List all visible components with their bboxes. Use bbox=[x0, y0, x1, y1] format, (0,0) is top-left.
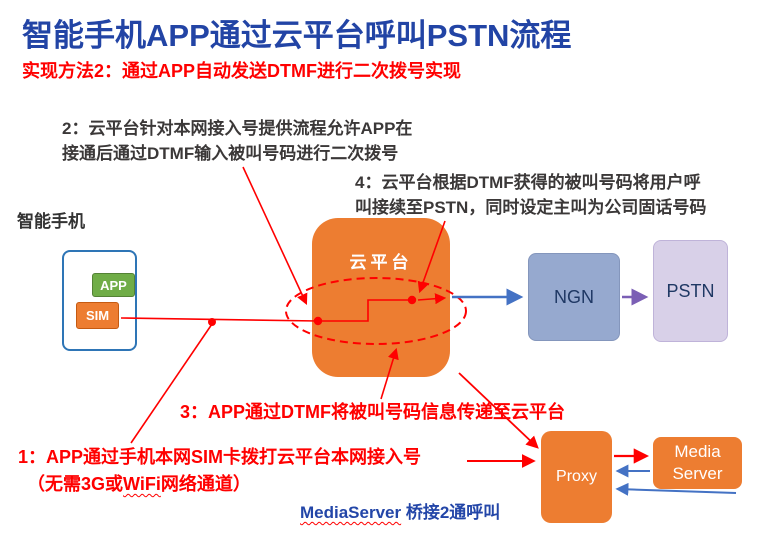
media-server-node: Media Server bbox=[653, 437, 742, 489]
annotation-step2-line1: 2：云平台针对本网接入号提供流程允许APP在 bbox=[62, 119, 413, 138]
annotation-step4-line1: 4：云平台根据DTMF获得的被叫号码将用户呼 bbox=[355, 173, 701, 192]
dial-junction-dot bbox=[208, 318, 216, 326]
cloud-platform-box bbox=[312, 218, 450, 377]
bridge-name: MediaServer bbox=[300, 503, 402, 522]
media-server-label: Media Server bbox=[672, 441, 723, 483]
step2-leader-arrow bbox=[242, 166, 308, 306]
note-wifi: WiFi bbox=[123, 474, 161, 494]
smartphone-box bbox=[62, 250, 137, 351]
smartphone-label: 智能手机 bbox=[17, 212, 85, 231]
sim-to-cloud-line bbox=[120, 317, 319, 322]
pstn-node: PSTN bbox=[653, 240, 728, 342]
annotation-step3: 3：APP通过DTMF将被叫号码信息传递至云平台 bbox=[180, 402, 566, 422]
mediaserver-bridge-note: MediaServer 桥接2通呼叫 bbox=[300, 498, 500, 523]
note-pre: （无需3G或 bbox=[27, 474, 124, 494]
annotation-step2-line2: 接通后通过DTMF输入被叫号码进行二次拨号 bbox=[62, 143, 399, 163]
step1-leader-line bbox=[130, 323, 213, 444]
bridge-rest: 桥接2通呼叫 bbox=[401, 503, 501, 522]
note-post: 网络通道） bbox=[160, 474, 251, 494]
proxy-node: Proxy bbox=[541, 431, 612, 523]
app-node: APP bbox=[92, 273, 135, 297]
ngn-node: NGN bbox=[528, 253, 620, 341]
media-to-proxy-arrow-2 bbox=[615, 482, 737, 496]
annotation-step1: 1：APP通过手机本网SIM卡拨打云平台本网接入号 bbox=[18, 447, 422, 467]
sim-node: SIM bbox=[76, 302, 119, 329]
annotation-step1-note: （无需3G或WiFi网络通道） bbox=[27, 470, 251, 496]
annotation-step4: 4：云平台根据DTMF获得的被叫号码将用户呼 叫接续至PSTN，同时设定主叫为公… bbox=[355, 171, 706, 220]
subtitle: 实现方法2：通过APP自动发送DTMF进行二次拨号实现 bbox=[22, 61, 462, 81]
annotation-step2: 2：云平台针对本网接入号提供流程允许APP在 接通后通过DTMF输入被叫号码进行… bbox=[62, 117, 412, 166]
page-title: 智能手机APP通过云平台呼叫PSTN流程 bbox=[22, 18, 572, 53]
annotation-step4-line2: 叫接续至PSTN，同时设定主叫为公司固话号码 bbox=[355, 197, 707, 217]
cloud-platform-label: 云平台 bbox=[349, 253, 413, 272]
